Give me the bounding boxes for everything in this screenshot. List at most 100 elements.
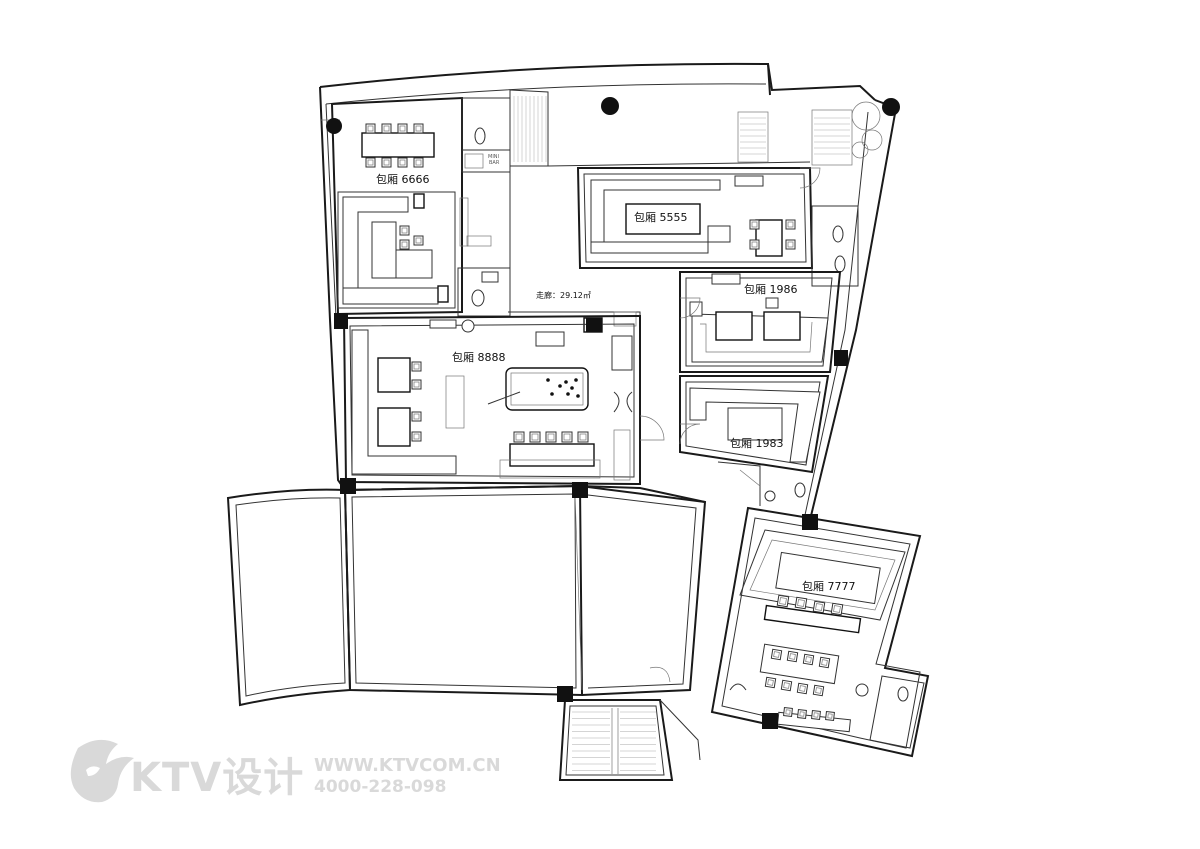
chair-cushion (813, 712, 819, 718)
label-room-1986: 包厢 1986 (744, 283, 798, 296)
chair-cushion (413, 363, 420, 370)
chair (796, 682, 809, 695)
chair-cushion (789, 653, 796, 660)
chair-cushion (773, 651, 780, 658)
chair (397, 123, 408, 134)
room-1986 (679, 271, 842, 373)
chair (411, 431, 422, 442)
chair (785, 239, 796, 250)
chair (802, 653, 815, 666)
chair (561, 431, 573, 443)
plant-decor (851, 101, 883, 159)
label-room-6666: 包厢 6666 (376, 173, 430, 186)
chair-cushion (515, 433, 523, 441)
chair (413, 235, 424, 246)
chair (381, 123, 392, 134)
corridor (457, 90, 641, 484)
pool-ball (546, 378, 550, 382)
watermark-brand: KTV设计 (130, 755, 304, 801)
chair (577, 431, 589, 443)
chair (797, 709, 807, 719)
chair-cushion (413, 381, 420, 388)
chair-cushion (401, 227, 408, 234)
chair-cushion (415, 125, 422, 132)
chair-cushion (805, 656, 812, 663)
chair (365, 157, 376, 168)
pool-ball (566, 392, 570, 396)
chair-cushion (413, 413, 420, 420)
chair-cushion (415, 159, 422, 166)
chair-cushion (367, 125, 374, 132)
chair-cushion (563, 433, 571, 441)
chair (786, 650, 799, 663)
chair-cushion (401, 241, 408, 248)
room-1983 (679, 375, 830, 506)
chair-cushion (779, 597, 787, 605)
chair-cushion (413, 433, 420, 440)
chair-cushion (815, 687, 822, 694)
watermark-url: WWW.KTVCOM.CN (314, 755, 501, 776)
label-minibar-line2: BAR (489, 160, 500, 166)
chair-cushion (399, 125, 406, 132)
chair (411, 361, 422, 372)
room-5555 (576, 167, 814, 269)
chair (399, 239, 410, 250)
staircase (558, 699, 701, 781)
room-5555-washroom (811, 205, 859, 287)
chair-cushion (751, 221, 758, 228)
room-7777 (710, 506, 930, 758)
chair (818, 656, 831, 669)
chair (780, 679, 793, 692)
chair (399, 225, 410, 236)
chair-cushion (579, 433, 587, 441)
room-6666-washroom (461, 97, 511, 247)
chair (397, 157, 408, 168)
chair-cushion (767, 679, 774, 686)
chair-cushion (787, 221, 794, 228)
chair-cushion (383, 125, 390, 132)
chair-cushion (821, 659, 828, 666)
label-minibar-line1: MINI (488, 154, 499, 160)
chair-cushion (415, 237, 422, 244)
label-room-7777: 包厢 7777 (802, 580, 856, 593)
pool-ball (576, 394, 580, 398)
chair (785, 219, 796, 230)
chair-cushion (833, 605, 841, 613)
chair (529, 431, 541, 443)
chair (381, 157, 392, 168)
label-room-5555: 包厢 5555 (634, 211, 688, 224)
terrace (226, 484, 707, 707)
room-7777-seats (764, 594, 844, 721)
pool-ball (550, 392, 554, 396)
chair-cushion (797, 599, 805, 607)
chair (749, 239, 760, 250)
chair-cushion (785, 709, 791, 715)
chair-cushion (383, 159, 390, 166)
chair (812, 684, 825, 697)
chair (545, 431, 557, 443)
room-6666 (330, 96, 469, 316)
chair (825, 711, 835, 721)
chair (365, 123, 376, 134)
top-stairs (509, 89, 853, 167)
chair (811, 710, 821, 720)
chair (411, 411, 422, 422)
chair-cushion (783, 682, 790, 689)
room-6666-seats (365, 123, 424, 250)
chair (830, 602, 844, 616)
chair (413, 157, 424, 168)
columns (326, 97, 900, 729)
room-5555-seats (749, 219, 796, 250)
room-labels: 包厢 6666 包厢 5555 包厢 1986 包厢 8888 包厢 1983 … (376, 154, 856, 593)
chair-cushion (399, 159, 406, 166)
label-corridor: 走廊：29.12㎡ (536, 290, 591, 300)
pool-ball (570, 386, 574, 390)
chair-cushion (751, 241, 758, 248)
chair (770, 648, 783, 661)
chair-cushion (547, 433, 555, 441)
chair (413, 123, 424, 134)
pool-ball (574, 378, 578, 382)
pool-ball (564, 380, 568, 384)
pool-balls (546, 378, 580, 398)
chair-cushion (815, 603, 823, 611)
